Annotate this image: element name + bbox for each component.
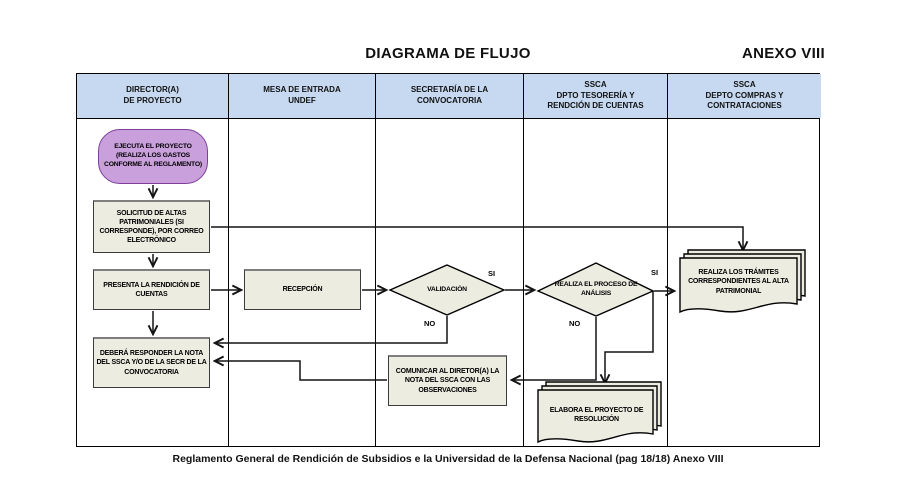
node-comunicar-nota: COMUNICAR AL DIRETOR(A) LA NOTA DEL SSCA… [388, 355, 507, 406]
decision-validacion-label: VALIDACIÓN [427, 285, 467, 293]
node-recepcion: RECEPCIÓN [244, 269, 361, 310]
lane-header-ssca-compras: SSCA DEPTO COMPRAS Y CONTRATACIONES [668, 74, 821, 118]
lane-divider [228, 119, 230, 446]
lane-header-row: DIRECTOR(A) DE PROYECTO MESA DE ENTRADA … [77, 74, 821, 119]
swimlane-table: DIRECTOR(A) DE PROYECTO MESA DE ENTRADA … [76, 73, 821, 447]
branch-label-validacion-si: SI [488, 269, 496, 278]
lane-header-director: DIRECTOR(A) DE PROYECTO [77, 74, 229, 118]
lane-divider [667, 119, 669, 446]
lane-header-mesa-entrada: MESA DE ENTRADA UNDEF [229, 74, 376, 118]
caption: Reglamento General de Rendición de Subsi… [172, 453, 724, 465]
branch-label-validacion-no: NO [424, 319, 436, 328]
lane-divider [523, 119, 525, 446]
document-tramites-label: REALIZA LOS TRÁMITES CORRESPONDIENTES AL… [688, 269, 789, 295]
branch-label-analisis-si: SI [651, 268, 659, 277]
lane-divider [375, 119, 377, 446]
node-solicitud-altas: SOLICITUD DE ALTAS PATRIMONIALES (SI COR… [93, 200, 210, 253]
page-title: DIAGRAMA DE FLUJO [365, 45, 531, 62]
lane-header-secretaria: SECRETARÍA DE LA CONVOCATORIA [376, 74, 524, 118]
branch-label-analisis-no: NO [569, 319, 581, 328]
lane-header-ssca-tesoreria: SSCA DPTO TESORERÍA Y RENDCIÓN DE CUENTA… [524, 74, 668, 118]
annex-label: ANEXO VIII [741, 45, 825, 62]
node-presenta-rendicion: PRESENTA LA RENDICIÓN DE CUENTAS [93, 269, 210, 310]
document-elabora-label: ELABORA EL PROYECTO DE RESOLUCIÓN [549, 406, 644, 423]
decision-analisis-label: REALIZA EL PROCESO DE ANÁLISIS [554, 281, 638, 297]
node-debera-responder: DEBERÁ RESPONDER LA NOTA DEL SSCA Y/O DE… [93, 337, 210, 388]
node-ejecuta-proyecto: EJECUTA EL PROYECTO (REALIZA LOS GASTOS … [98, 129, 208, 184]
